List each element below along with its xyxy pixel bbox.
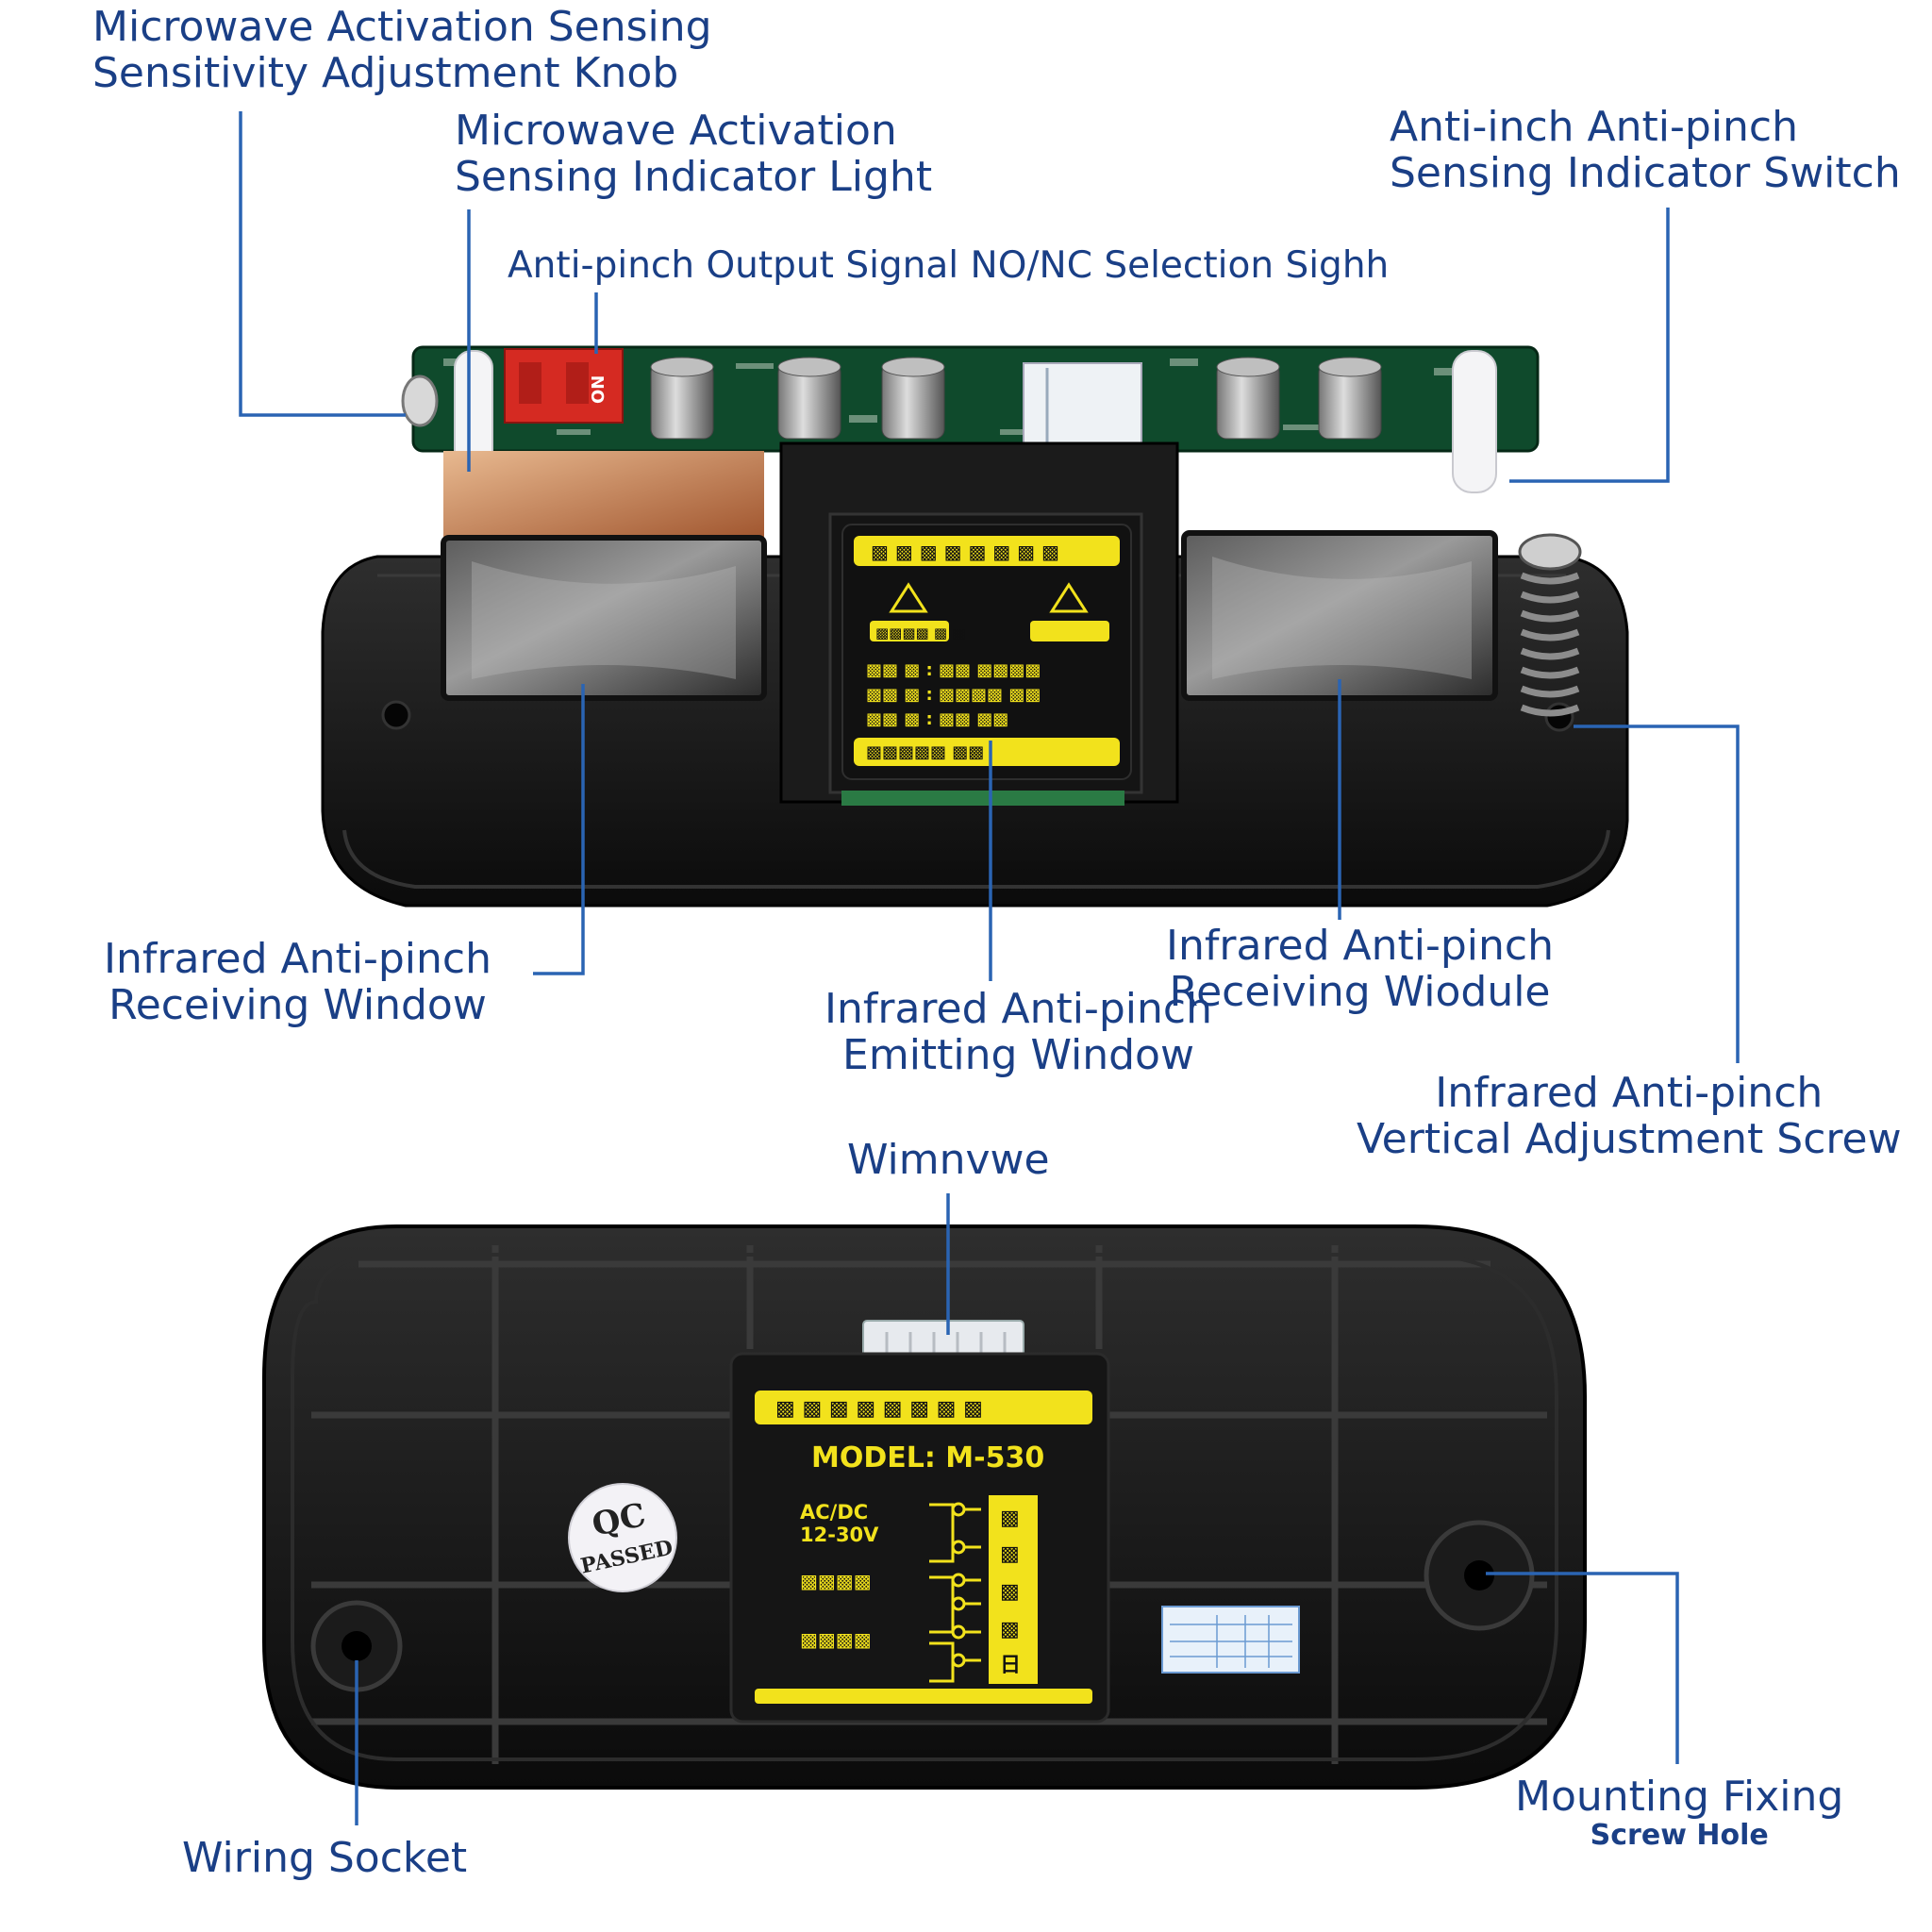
- label-indicator-switch-line-2: Sensing Indicator Switch: [1390, 149, 1901, 198]
- label-emitting-window: Infrared Anti-pinch Emitting Window: [824, 986, 1212, 1079]
- front-sticker-line-4: ▩▩ ▩ : ▩▩ ▩▩: [866, 709, 1008, 729]
- model-number: MODEL: M-530: [811, 1441, 1044, 1474]
- label-indicator-light-line-2: Sensing Indicator Light: [455, 153, 933, 202]
- bottom-sensor-unit: ▩ ▩ ▩ ▩ ▩ ▩ ▩ ▩ MODEL: M-530 AC/DC 12-30…: [262, 1224, 1587, 1790]
- front-sticker-line-3: ▩▩ ▩ : ▩▩▩▩ ▩▩: [866, 685, 1041, 705]
- label-indicator-switch-line-1: Anti-inch Anti-pinch: [1390, 103, 1798, 151]
- label-wiring-socket-text: Wiring Socket: [182, 1834, 468, 1882]
- leader-sensitivity-knob: [239, 111, 406, 417]
- label-wire-connector: Wimnvwe: [847, 1136, 1050, 1184]
- label-nonc-selection-text: Anti-pinch Output Signal NO/NC Selection…: [508, 244, 1390, 287]
- top-leader-lines: [239, 111, 1740, 1063]
- label-mounting-hole-line-2: Screw Hole: [1590, 1819, 1769, 1853]
- terminal-label-3: ▩: [1000, 1580, 1020, 1604]
- vertical-adjustment-screw[interactable]: [1518, 533, 1582, 717]
- terminal-label-1: ▩: [1000, 1507, 1020, 1530]
- white-component: [1023, 362, 1142, 458]
- capacitor: [881, 357, 945, 440]
- bottom-leader-lines: [355, 1193, 1679, 1825]
- power-spec-line-2: 12-30V: [800, 1524, 879, 1546]
- label-wiring-socket: Wiring Socket: [182, 1834, 468, 1882]
- power-spec-line-1: AC/DC: [800, 1501, 868, 1524]
- leader-indicator-switch: [1509, 208, 1670, 483]
- label-sensitivity-knob-line-2: Sensitivity Adjustment Knob: [92, 49, 679, 98]
- wiring-socket-hole: [310, 1600, 403, 1692]
- front-sticker-line-1: ▩▩▩▩ ▩ ▩: [875, 625, 965, 641]
- qc-passed-badge: QC PASSED: [568, 1483, 677, 1592]
- model-sticker: ▩ ▩ ▩ ▩ ▩ ▩ ▩ ▩ MODEL: M-530 AC/DC 12-30…: [729, 1352, 1110, 1724]
- ir-receiving-window: [441, 535, 767, 701]
- label-receiving-window: Infrared Anti-pinch Receiving Window: [104, 936, 491, 1029]
- sticker-row-label-1: ▩▩▩▩: [800, 1570, 872, 1592]
- capacitor: [1216, 357, 1280, 440]
- sticker-row-label-2: ▩▩▩▩: [800, 1628, 872, 1651]
- label-indicator-light-line-1: Microwave Activation: [455, 107, 897, 155]
- label-emitting-window-line-2: Emitting Window: [842, 1031, 1194, 1080]
- mounting-screw-hole: [1424, 1520, 1535, 1631]
- label-nonc-selection: Anti-pinch Output Signal NO/NC Selection…: [508, 245, 1389, 287]
- label-receiving-module: Infrared Anti-pinch Receiving Wiodule: [1166, 923, 1554, 1016]
- blue-test-label: [1161, 1606, 1300, 1674]
- leader-receiving-window: [533, 684, 585, 975]
- label-receiving-module-line-2: Receiving Wiodule: [1169, 968, 1551, 1017]
- label-wire-connector-text: Wimnvwe: [847, 1136, 1050, 1184]
- model-sticker-header: ▩ ▩ ▩ ▩ ▩ ▩ ▩ ▩: [775, 1397, 983, 1421]
- front-sticker-line-5: ▩▩▩▩▩ ▩▩: [866, 742, 984, 762]
- svg-text:ON: ON: [589, 375, 608, 404]
- label-vertical-screw-line-2: Vertical Adjustment Screw: [1357, 1115, 1902, 1164]
- nonc-dip-switch[interactable]: ON: [504, 348, 624, 424]
- label-mounting-hole-line-1: Mounting Fixing: [1515, 1773, 1844, 1821]
- label-sensitivity-knob: Microwave Activation Sensing Sensitivity…: [92, 4, 712, 97]
- label-receiving-window-line-1: Infrared Anti-pinch: [104, 935, 491, 983]
- top-housing-rim: [342, 829, 1610, 889]
- indicator-switch[interactable]: [1452, 350, 1497, 493]
- label-receiving-window-line-2: Receiving Window: [108, 981, 487, 1030]
- label-mounting-hole: Mounting Fixing Screw Hole: [1515, 1774, 1843, 1852]
- leader-mounting-hole: [1486, 1572, 1679, 1764]
- label-sensitivity-knob-line-1: Microwave Activation Sensing: [92, 3, 712, 51]
- label-indicator-light: Microwave Activation Sensing Indicator L…: [455, 108, 932, 201]
- capacitor: [650, 357, 714, 440]
- copper-shield: [443, 451, 764, 541]
- front-sticker-header: ▩ ▩ ▩ ▩ ▩ ▩ ▩ ▩: [871, 541, 1059, 563]
- front-sticker: ▩ ▩ ▩ ▩ ▩ ▩ ▩ ▩ ▩▩▩▩ ▩ ▩ ▩▩ ▩ : ▩▩ ▩▩ ▩▩ …: [841, 524, 1132, 780]
- label-emitting-window-line-1: Infrared Anti-pinch: [824, 985, 1212, 1033]
- capacitor: [777, 357, 841, 440]
- capacitor: [1318, 357, 1382, 440]
- terminal-label-2: ▩: [1000, 1542, 1020, 1566]
- front-sticker-line-2: ▩▩ ▩ : ▩▩ ▩▩▩▩: [866, 660, 1041, 680]
- leader-vertical-screw: [1574, 724, 1740, 1063]
- top-sensor-unit: ON: [321, 345, 1629, 908]
- top-left-hole: [381, 700, 411, 730]
- terminal-label-4: ▩: [1000, 1618, 1020, 1641]
- label-indicator-switch: Anti-inch Anti-pinch Sensing Indicator S…: [1390, 104, 1901, 197]
- sensitivity-knob[interactable]: [401, 375, 439, 427]
- label-receiving-module-line-1: Infrared Anti-pinch: [1166, 922, 1554, 970]
- terminal-label-5: 日: [1000, 1654, 1021, 1677]
- label-vertical-screw: Infrared Anti-pinch Vertical Adjustment …: [1357, 1070, 1902, 1163]
- label-vertical-screw-line-1: Infrared Anti-pinch: [1435, 1069, 1824, 1117]
